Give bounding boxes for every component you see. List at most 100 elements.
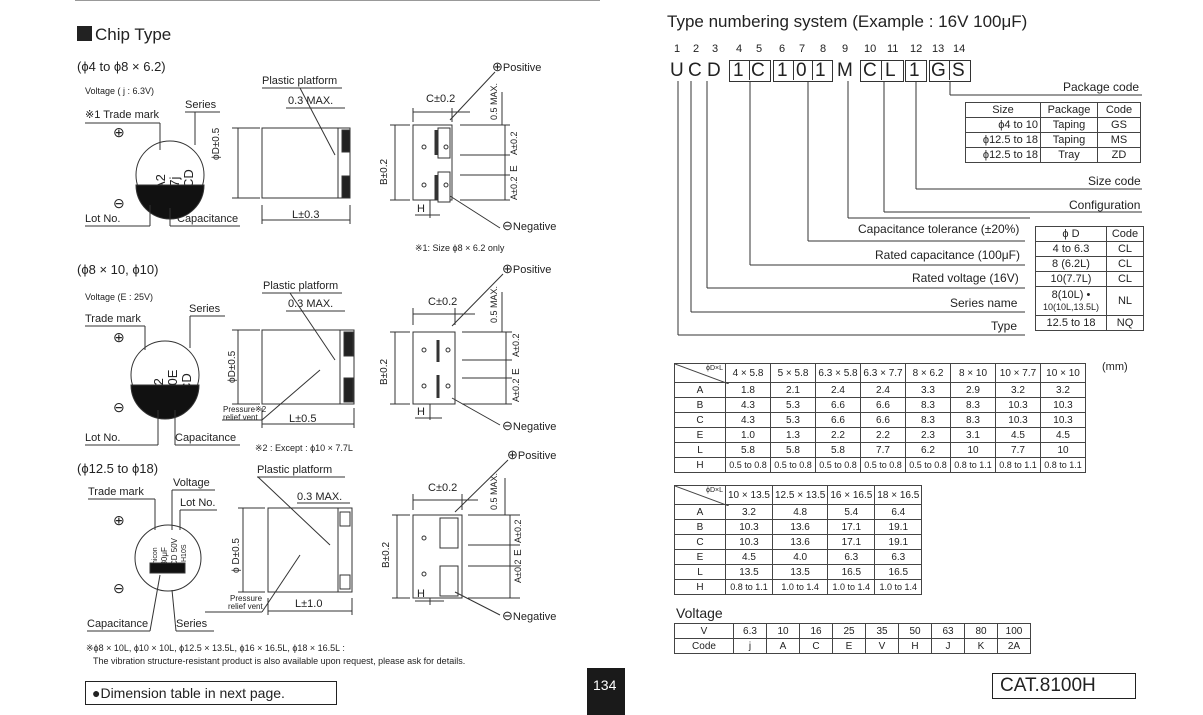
series-label-3: Series xyxy=(176,618,208,630)
pos-4: 4 xyxy=(736,43,743,55)
max5-3: 0.5 MAX. xyxy=(489,472,499,510)
row-label: E xyxy=(674,427,726,443)
table-cell: V xyxy=(865,638,899,654)
table-row: 4 to 6.3 CL xyxy=(1035,241,1144,257)
table-cell: 7.7 xyxy=(995,442,1041,458)
table-cell: 25 xyxy=(832,623,866,639)
table-cell: 0.8 to 1.1 xyxy=(725,579,773,595)
marking-1b: 47j xyxy=(167,176,182,194)
voltage-label-2: Voltage (E : 25V) xyxy=(85,292,154,302)
diagonal-corner xyxy=(675,486,729,506)
positive-sign: ⊕ xyxy=(113,124,125,140)
marking-3d: H10S xyxy=(181,544,188,562)
pressure-label-2: Pressure※2 xyxy=(223,405,267,414)
table-cell: 6.4 xyxy=(874,504,923,520)
table-cell: 10.3 xyxy=(1040,412,1086,428)
dimension-table-1: ϕD×L 4 × 5.8 5 × 5.8 6.3 × 5.8 6.3 × 7.7… xyxy=(674,363,1086,473)
pos-5: 5 xyxy=(756,43,763,55)
table-cell: 5.3 xyxy=(770,412,816,428)
table-cell: 6.2 xyxy=(905,442,951,458)
pos-9: 9 xyxy=(842,43,849,55)
l-dim-2: L±0.5 xyxy=(289,413,317,425)
unit-label: (mm) xyxy=(1102,361,1128,373)
l-dim-3: L±1.0 xyxy=(295,598,323,610)
table-cell: 10.3 xyxy=(1040,397,1086,413)
marking-3a: nichicon xyxy=(152,547,159,573)
char-4: 1 xyxy=(733,60,744,81)
table-cell: 13.6 xyxy=(771,519,829,535)
l-dim: L±0.3 xyxy=(292,209,320,221)
positive-label: ⊕Positive xyxy=(492,59,542,74)
voltage-title: Voltage xyxy=(676,605,723,621)
dimension-table-2: ϕD×L 10 × 13.5 12.5 × 13.5 16 × 16.5 18 … xyxy=(674,485,923,595)
pos-13: 13 xyxy=(932,43,945,55)
b-dim-1: B±0.2 xyxy=(379,158,390,185)
marking-3c: CD 50V xyxy=(170,537,179,566)
trade-mark-label: ※1 Trade mark xyxy=(85,109,160,121)
plastic-label-3: Plastic platform xyxy=(257,464,333,476)
page-number-box xyxy=(587,668,625,715)
size-note: ※1: Size ϕ8 × 6.2 only xyxy=(415,243,505,253)
positive-sign-2: ⊕ xyxy=(113,329,125,345)
marking-2b: 220E xyxy=(165,369,180,400)
h-dim: H xyxy=(417,203,425,215)
type-numbering-title: Type numbering system (Example : 16V 100… xyxy=(667,12,1028,31)
pos-11: 11 xyxy=(887,43,899,55)
negative-sign-3: ⊖ xyxy=(113,580,125,596)
lot-label: Lot No. xyxy=(85,213,121,225)
table-cell: 17.1 xyxy=(827,519,876,535)
marking-3b: 330μF xyxy=(160,547,169,570)
series-name-label: Series name xyxy=(950,296,1018,310)
table-cell: 3.3 xyxy=(905,382,951,398)
table-cell: 10.3 xyxy=(995,397,1041,413)
relief-label-2: relief vent xyxy=(223,413,258,422)
table-cell: E xyxy=(832,638,866,654)
e-dim-3: E xyxy=(513,549,524,556)
char-5: C xyxy=(751,60,765,81)
box-group-1 xyxy=(729,60,771,82)
marking-2a: A2 xyxy=(151,378,166,394)
table-cell: j xyxy=(733,638,767,654)
table-cell: 17.1 xyxy=(827,534,876,550)
table-row: 10(7.7L) CL xyxy=(1035,271,1144,287)
footnote-line2: The vibration structure-resistant produc… xyxy=(93,656,466,666)
table-row: 8 (6.2L) CL xyxy=(1035,256,1144,272)
char-10: C xyxy=(863,60,877,81)
table-cell: 2.4 xyxy=(860,382,906,398)
table-cell: 2.2 xyxy=(815,427,861,443)
table-row: 12.5 to 18 NQ xyxy=(1035,315,1144,331)
a-dim-2b: A±0.2 xyxy=(511,378,521,402)
cap-tolerance-label: Capacitance tolerance (±20%) xyxy=(858,222,1020,236)
table-cell: 0.5 to 0.8 xyxy=(725,457,771,473)
trade-mark-label-3: Trade mark xyxy=(88,486,144,498)
type-label: Type xyxy=(991,319,1018,333)
char-2: C xyxy=(688,60,702,81)
char-14: S xyxy=(952,60,965,81)
table-cell: 13.5 xyxy=(771,564,829,580)
table-cell: 0.5 to 0.8 xyxy=(770,457,816,473)
capacitance-label-3: Capacitance xyxy=(87,618,149,630)
table-cell: 5.8 xyxy=(725,442,771,458)
table-cell: 4.5 xyxy=(1040,427,1086,443)
negative-sign: ⊖ xyxy=(113,195,125,211)
page-title: Chip Type xyxy=(95,25,172,44)
section2-heading: (ϕ8 × 10, ϕ10) xyxy=(77,262,159,277)
table-cell: 0.5 to 0.8 xyxy=(860,457,906,473)
table-cell: 6.6 xyxy=(860,412,906,428)
package-table: Size Package Code ϕ4 to 10 Taping GS ϕ12… xyxy=(965,102,1141,163)
e-dim-1: E xyxy=(509,165,520,172)
table-cell: 19.1 xyxy=(874,519,923,535)
table-cell: J xyxy=(931,638,965,654)
negative-label-3: ⊖Negative xyxy=(502,608,557,623)
marking-1a: A2 xyxy=(153,174,168,190)
size-code-label: Size code xyxy=(1088,174,1141,188)
section-marker xyxy=(77,26,92,41)
h-dim-3: H xyxy=(417,588,425,600)
table-row: ϕ4 to 10 Taping GS xyxy=(965,117,1141,133)
